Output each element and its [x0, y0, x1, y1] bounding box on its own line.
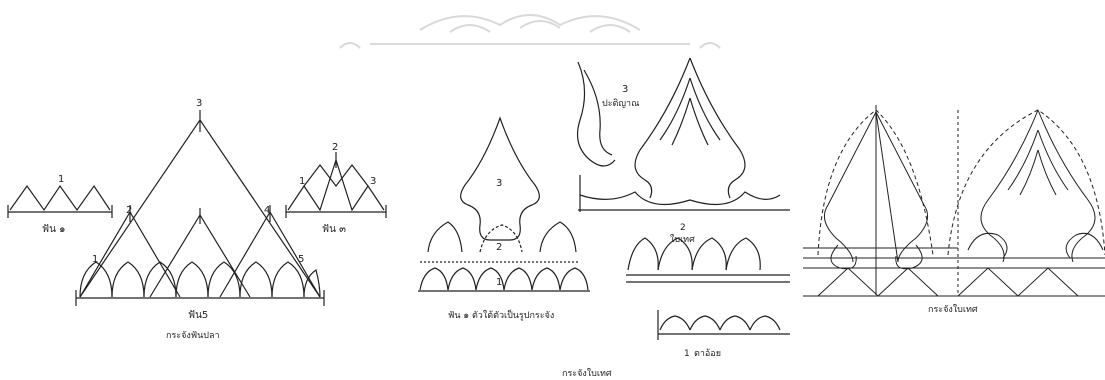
- label-fan1: ฟัน ๑: [42, 224, 65, 235]
- label-patikarn: ปะติญาณ: [602, 98, 639, 109]
- label-patikarn-num: 3: [622, 84, 628, 95]
- num-left-2: 2: [126, 205, 132, 216]
- num-right-5: 5: [298, 254, 304, 265]
- label-mid-2: 2: [496, 242, 502, 253]
- num-fan1: 1: [58, 174, 64, 185]
- num-apex-3: 3: [196, 98, 202, 109]
- num-right-4: 4: [264, 205, 270, 216]
- label-big-3: 3: [496, 178, 502, 189]
- label-fan3: ฟัน ๓: [322, 224, 346, 235]
- panel-kajang: 3 2 1 ฟัน ๑ ตัวใต้ตัวเป็นรูปกระจัง 3 ปะต…: [390, 0, 790, 380]
- label-fan5: ฟัน5: [188, 310, 208, 321]
- caption-kajang-bottom: กระจังใบเทศ: [562, 368, 612, 379]
- num-left-1: 1: [92, 254, 98, 265]
- label-small-1: 1: [496, 277, 502, 288]
- caption-kajang-left: ฟัน ๑ ตัวใต้ตัวเป็นรูปกระจัง: [448, 308, 554, 321]
- caption-baitet: กระจังใบเทศ: [928, 304, 978, 315]
- panel-fish-tooth: 1 ฟัน ๑ 2 1 3 ฟัน ๓ 3 2 4 1 5 ฟัน5 กระจั…: [0, 0, 400, 380]
- num-fan3-left: 1: [299, 176, 305, 187]
- label-tayoi-num: 1: [684, 349, 690, 359]
- num-fan3-right: 3: [370, 176, 376, 187]
- label-baitet-num: 2: [680, 223, 686, 233]
- panel-baitet-construction: กระจังใบเทศ: [798, 0, 1105, 380]
- caption-fish-tooth: กระจังฟันปลา: [166, 331, 220, 341]
- num-fan3-top: 2: [332, 142, 338, 153]
- label-baitet: ใบเทศ: [670, 234, 695, 245]
- label-tayoi: ตาอ้อย: [694, 348, 721, 359]
